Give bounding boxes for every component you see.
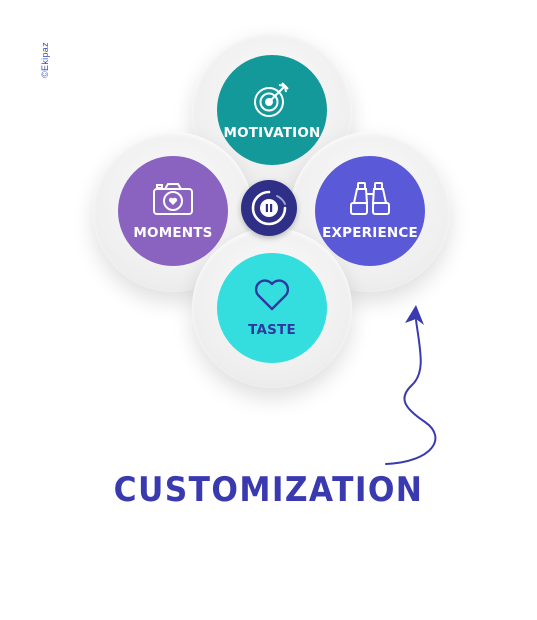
target-arrow-icon (252, 79, 292, 119)
taste-node: TASTE (217, 253, 327, 363)
experience-node: EXPERIENCE (315, 156, 425, 266)
moments-label: MOMENTS (133, 225, 213, 241)
motivation-label: MOTIVATION (223, 125, 321, 141)
motivation-node: MOTIVATION (217, 55, 327, 165)
taste-label: TASTE (248, 322, 296, 338)
heart-icon (253, 278, 291, 312)
experience-label: EXPERIENCE (322, 225, 418, 241)
center-logo (241, 180, 297, 236)
camera-heart-icon (152, 181, 194, 217)
binoculars-icon (349, 181, 391, 217)
diagram-title: CUSTOMIZATION (113, 470, 424, 510)
moments-node: MOMENTS (118, 156, 228, 266)
